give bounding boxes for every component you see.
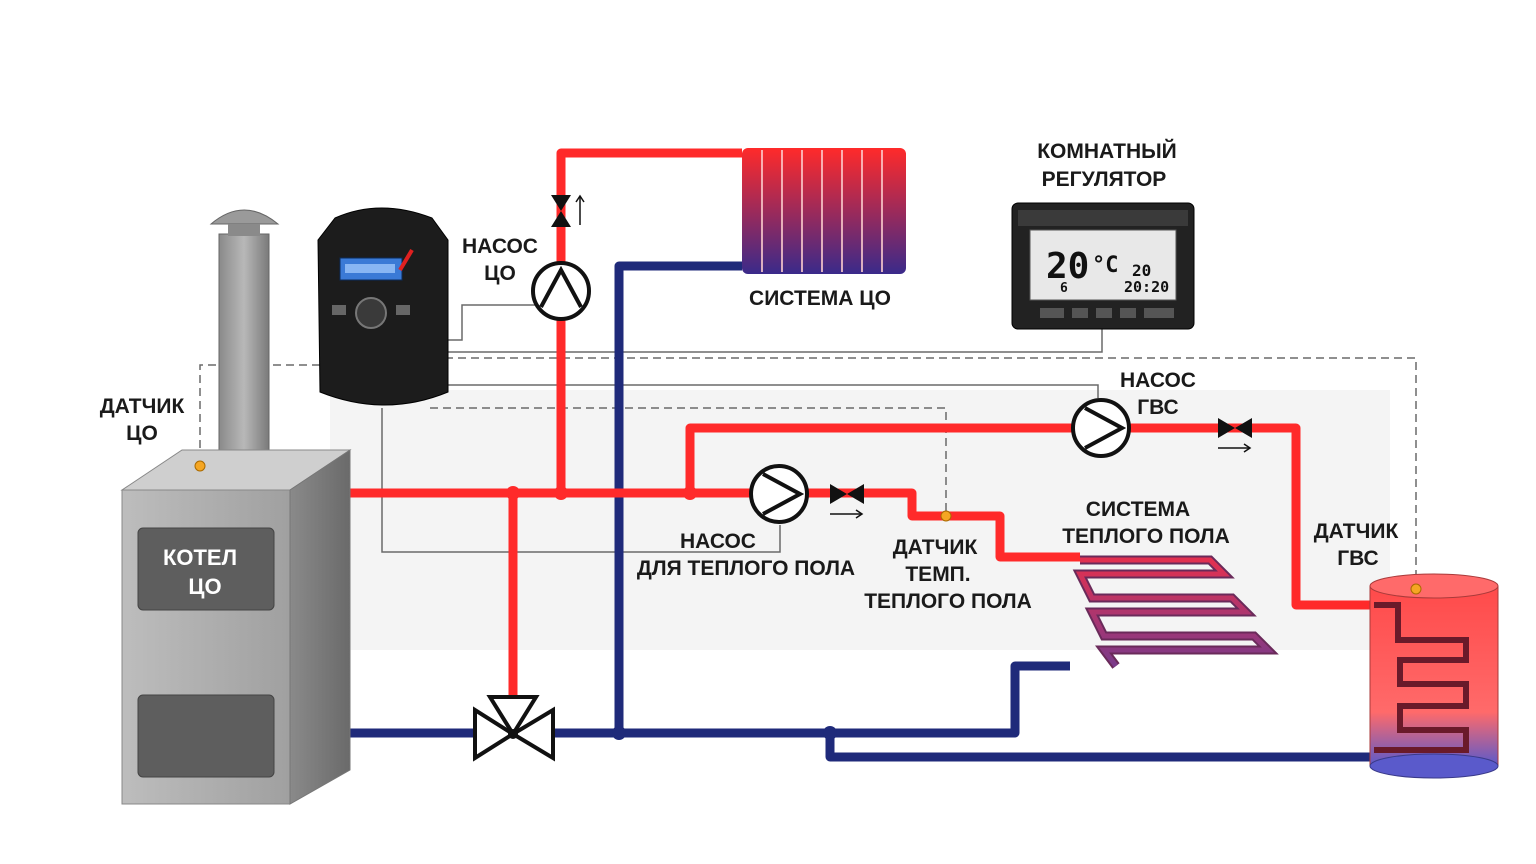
- system-co-label: СИСТЕМА ЦО: [749, 287, 891, 310]
- sensor-wires: [199, 357, 1417, 588]
- tank-coil: [1374, 602, 1469, 753]
- wire-sensor-co: [199, 364, 320, 466]
- controller-knob: [355, 297, 387, 329]
- thermostat-day: 6: [1060, 281, 1068, 296]
- floor-sensor-label-line1: ДАТЧИК: [893, 536, 978, 559]
- dhw-sensor-label-line1: ДАТЧИК: [1314, 520, 1399, 543]
- pump-floor-label-line2: ДЛЯ ТЕПЛОГО ПОЛА: [637, 557, 855, 580]
- sensor-co-dot: [194, 460, 206, 472]
- dhw-tank: [1369, 573, 1499, 779]
- dhw-sensor-label-line2: ГВС: [1337, 547, 1378, 570]
- wire-pump-co: [445, 304, 545, 341]
- return-from-radiator: [614, 261, 742, 736]
- thermostat-unit: °C: [1092, 253, 1119, 278]
- pump-co-label-line2: ЦО: [484, 262, 516, 285]
- supply-to-radiator: [556, 148, 742, 493]
- room-regulator-label-line1: КОМНАТНЫЙ: [1037, 139, 1177, 163]
- thermostat-screen: [1029, 229, 1177, 301]
- wire-pump-dhw: [445, 384, 1099, 398]
- pump-co-label-line1: НАСОС: [462, 235, 538, 258]
- return-from-floor: [830, 661, 1070, 738]
- wire-room-regulator: [445, 328, 1103, 353]
- thermostat-temperature: 20: [1046, 246, 1089, 287]
- wire-pump-floor: [381, 408, 781, 553]
- floor-sensor-label-line2: ТЕМП.: [905, 563, 970, 586]
- wire-sensor-floor: [430, 407, 947, 514]
- floor-heating-coil: [1072, 555, 1279, 669]
- boiler-door-top: [137, 527, 275, 611]
- check-valve-co-icon: [551, 194, 585, 227]
- controller: [317, 207, 449, 406]
- supply-main: [350, 488, 1080, 562]
- pump-dhw-label-line1: НАСОС: [1120, 369, 1196, 392]
- room-thermostat: 20 °C 20 6 20:20: [1011, 202, 1195, 330]
- thermostat-setpoint: 20: [1132, 261, 1151, 280]
- boiler-label-line2: ЦО: [188, 574, 221, 599]
- pump-dhw-label-line2: ГВС: [1137, 396, 1178, 419]
- sensor-floor-dot: [940, 510, 952, 522]
- pump-floor-label-line1: НАСОС: [680, 530, 756, 553]
- sensor-co-label-line2: ЦО: [126, 422, 158, 445]
- sensor-dhw-dot: [1410, 583, 1422, 595]
- wire-sensor-dhw: [445, 357, 1417, 588]
- check-valve-dhw-icon: [1218, 418, 1252, 453]
- floor-system-label-line1: СИСТЕМА: [1086, 498, 1190, 521]
- boiler-door-bottom: [137, 694, 275, 778]
- background-shadow: [330, 390, 1390, 650]
- supply-pipes: [350, 148, 1374, 700]
- pump-floor-icon: [749, 464, 809, 524]
- floor-sensor-label-line3: ТЕПЛОГО ПОЛА: [864, 590, 1032, 613]
- floor-system-label-line2: ТЕПЛОГО ПОЛА: [1062, 525, 1230, 548]
- junctions: [506, 486, 837, 740]
- check-valve-floor-icon: [830, 484, 864, 519]
- thermostat-clock: 20:20: [1124, 278, 1169, 296]
- boiler: КОТЕЛ ЦО: [120, 449, 352, 805]
- chimney: [209, 209, 280, 475]
- sensor-co-label-line1: ДАТЧИК: [100, 395, 185, 418]
- radiator: [742, 148, 906, 274]
- room-regulator-label-line2: РЕГУЛЯТОР: [1042, 168, 1167, 191]
- boiler-label-line1: КОТЕЛ: [163, 545, 237, 570]
- pump-co-icon: [531, 261, 591, 321]
- three-way-valve-icon: [473, 695, 555, 762]
- supply-to-dhw: [685, 423, 1374, 610]
- control-wires: [381, 304, 1103, 553]
- pump-dhw-icon: [1071, 398, 1131, 458]
